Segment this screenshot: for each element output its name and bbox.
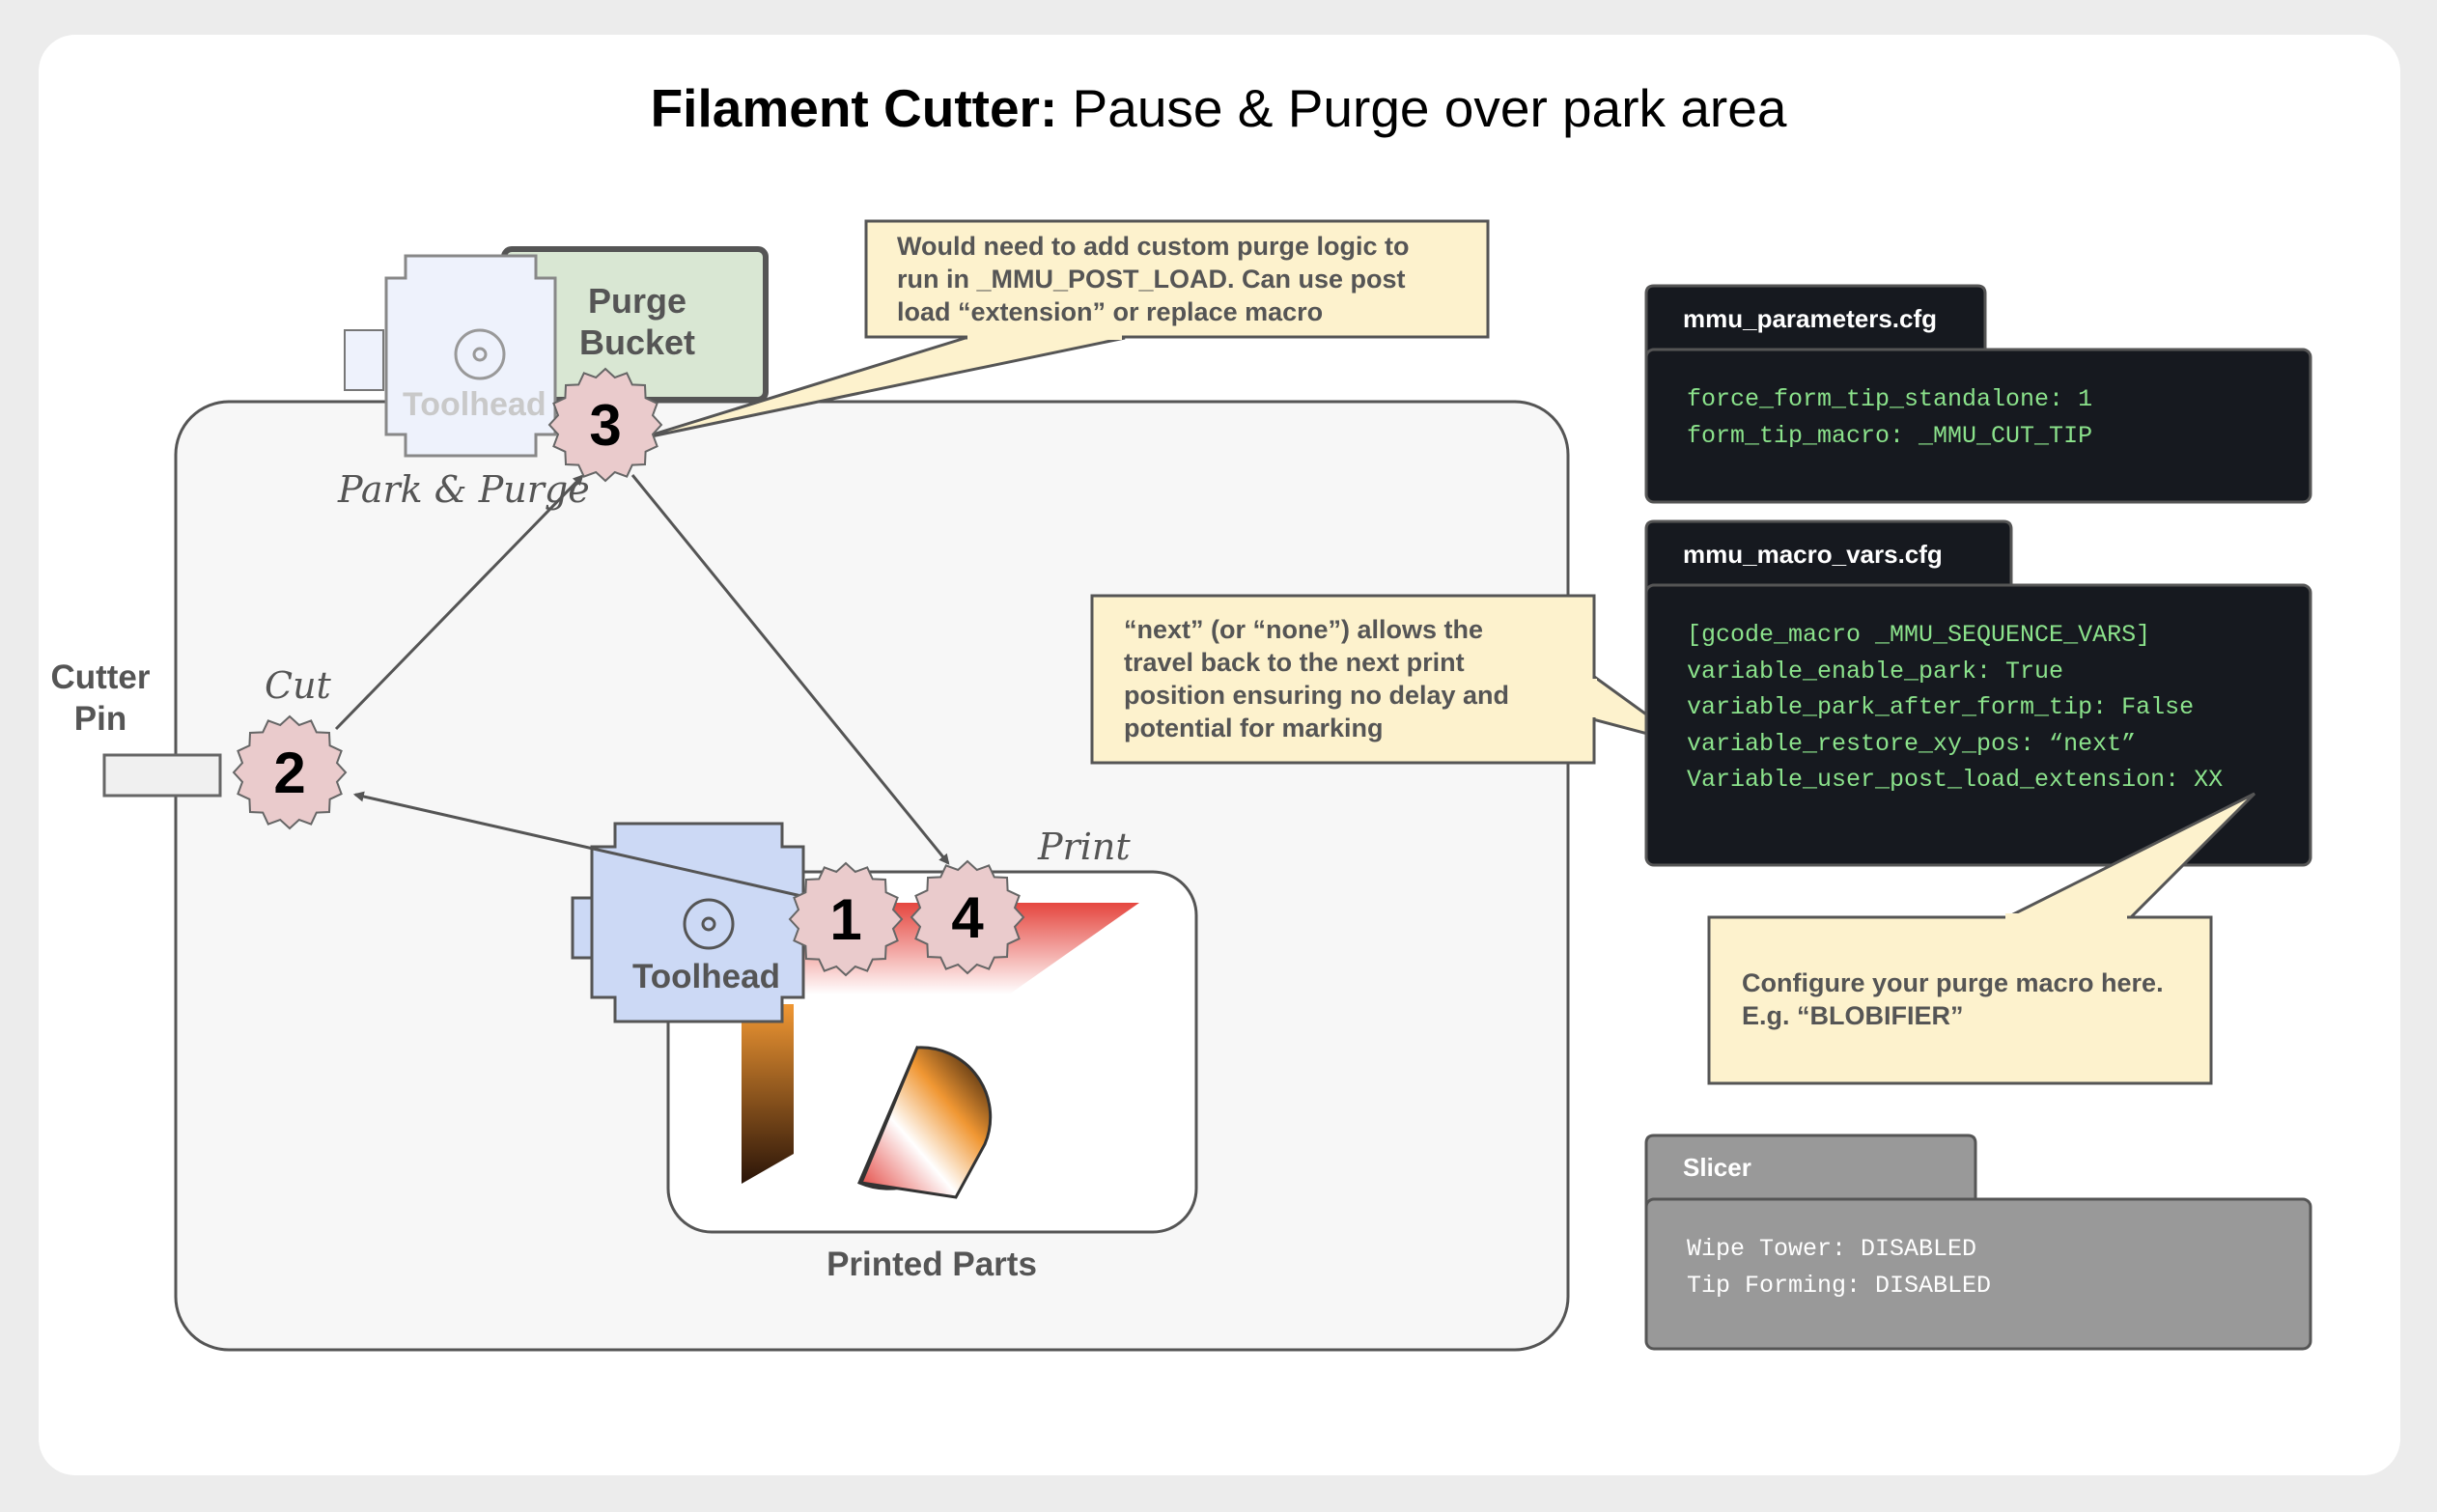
code-box-mmu-macro-vars (1644, 583, 2312, 867)
tab-slicer (1644, 1134, 1977, 1209)
cutter-pin-label: Cutter Pin (50, 658, 151, 738)
ghost-toolhead-nozzle (344, 329, 384, 391)
cutter-pin (102, 753, 222, 798)
diagram-title: Filament Cutter: Pause & Purge over park… (0, 77, 2437, 139)
printed-parts-label: Printed Parts (826, 1246, 1037, 1283)
code-macro-vars-line-2: variable_enable_park: True (1687, 658, 2064, 686)
arrow-2-to-3 (334, 474, 584, 731)
ghost-toolhead-label: Toolhead (403, 386, 546, 423)
tab-mmu-macro-vars (1644, 519, 2013, 595)
callout-purge-logic-box (864, 219, 1490, 339)
cut-label: Cut (265, 664, 331, 707)
toolhead-body (590, 822, 805, 1023)
target-icon (683, 898, 735, 950)
print-semicircle-fill (858, 1046, 993, 1199)
title-bold: Filament Cutter: (650, 78, 1058, 138)
toolhead-label: Toolhead (632, 958, 780, 995)
park-purge-label: Park & Purge (338, 468, 590, 511)
code-macro-vars-line-1: [gcode_macro _MMU_SEQUENCE_VARS] (1687, 621, 2151, 649)
ghost-toolhead-body (384, 254, 557, 458)
title-rest: Pause & Purge over park area (1057, 78, 1787, 138)
arrow-1-to-2 (352, 791, 802, 898)
tab-mmu-parameters (1644, 284, 1987, 359)
code-macro-vars-line-3: variable_park_after_form_tip: False (1687, 693, 2195, 721)
code-slicer-line-2: Tip Forming: DISABLED (1687, 1272, 1992, 1300)
purge-bucket-label: Purge Bucket (578, 281, 696, 362)
arrow-3-to-4 (630, 474, 950, 865)
code-mmu-parameters-line-1: force_form_tip_standalone: 1 (1687, 385, 2093, 413)
slicer-box (1644, 1197, 2312, 1351)
tab-mmu-parameters-label: mmu_parameters.cfg (1683, 304, 1937, 333)
ghost-target-icon (454, 328, 506, 380)
step-badge-2 (232, 714, 348, 830)
step-number-1: 1 (829, 887, 861, 952)
code-macro-vars-line-5: Variable_user_post_load_extension: XX (1687, 766, 2224, 794)
code-slicer-line-1: Wipe Tower: DISABLED (1687, 1235, 1977, 1263)
callout-next-box (1090, 594, 1596, 765)
code-macro-vars-line-4: variable_restore_xy_pos: “next” (1687, 730, 2137, 758)
callout-configure-box (1707, 915, 2213, 1085)
step-number-4: 4 (951, 885, 984, 950)
step-badge-4 (910, 859, 1025, 975)
tab-slicer-label: Slicer (1683, 1153, 1751, 1182)
print-label: Print (1038, 826, 1131, 868)
step-badge-1 (788, 861, 904, 977)
step-badges: 1 2 3 4 (232, 367, 1025, 977)
callout-configure-text: Configure your purge macro here. E.g. “B… (1742, 968, 2164, 1030)
callout-next-text: “next” (or “none”) allows the travel bac… (1124, 615, 1510, 742)
callout-purge-logic-text: Would need to add custom purge logic to … (897, 232, 1410, 326)
step-number-2: 2 (273, 741, 305, 805)
step-number-3: 3 (589, 393, 621, 458)
tab-mmu-macro-vars-label: mmu_macro_vars.cfg (1683, 540, 1943, 569)
print-orange-bar (742, 1004, 794, 1184)
step-badge-3 (547, 367, 663, 483)
code-box-mmu-parameters (1644, 348, 2312, 504)
code-mmu-parameters-line-2: form_tip_macro: _MMU_CUT_TIP (1687, 422, 2093, 450)
